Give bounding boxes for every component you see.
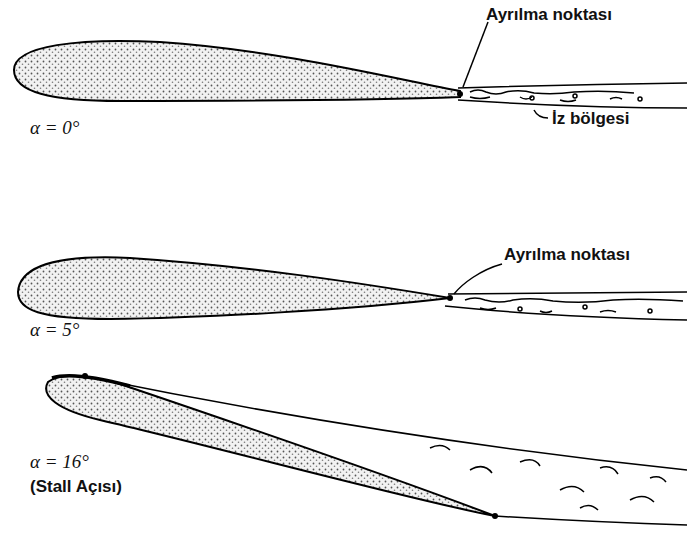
separation-point (82, 373, 88, 379)
separation-point (447, 295, 453, 301)
stall-note: (Stall Açısı) (30, 478, 122, 497)
leader-line (534, 110, 548, 118)
trailing-edge (492, 513, 498, 519)
airfoil-5deg (18, 257, 450, 319)
wake-label: İz bölgesi (552, 110, 629, 129)
wake-0deg (458, 83, 687, 108)
angle-label: α = 5° (30, 320, 79, 341)
separation-label: Ayrılma noktası (504, 246, 630, 265)
angle-label: α = 0° (30, 118, 79, 139)
wake-5deg (445, 292, 687, 320)
angle-label: α = 16° (30, 452, 89, 473)
leader-line (454, 264, 502, 294)
leader-line (463, 22, 488, 87)
separation-label: Ayrılma noktası (486, 6, 612, 25)
wake-16deg (88, 377, 687, 525)
separation-point (457, 91, 463, 97)
airfoil-0deg (14, 41, 460, 101)
